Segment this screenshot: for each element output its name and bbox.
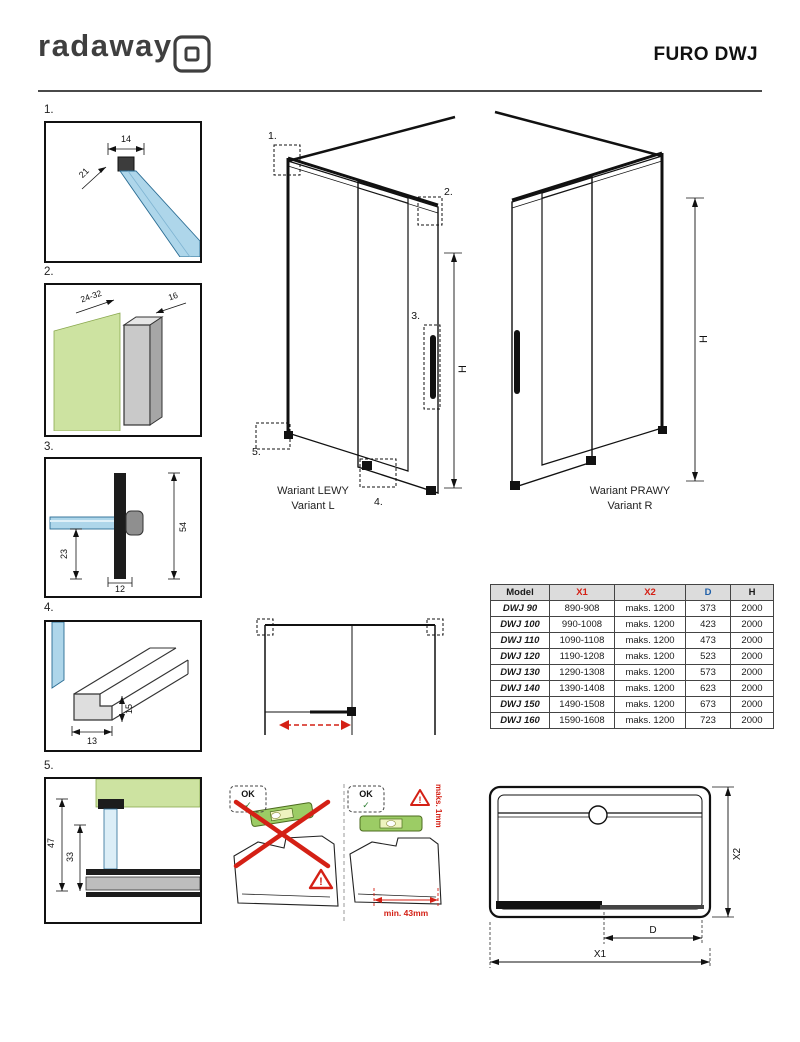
variant-left-drawing: 1. 2. 3. 4. 5. H (252, 115, 469, 508)
dim-h-left: H (457, 365, 469, 373)
door-panel-top-view (496, 901, 602, 909)
roller-knob-icon (588, 805, 608, 825)
dim-16: 16 (167, 290, 179, 303)
detail-1-drawing: 14 21 (77, 134, 200, 257)
table-row: DWJ 160 1590-1608 maks. 1200 723 2000 (490, 712, 774, 729)
detail-box-2: 24-32 16 (44, 283, 202, 437)
dim-14: 14 (121, 134, 131, 144)
variant-right-caption: Wariant PRAWY Variant R (565, 484, 695, 515)
dim-h-right: H (698, 335, 710, 343)
detail-3-drawing: 54 23 12 (49, 472, 188, 592)
variant-left-title: Wariant LEWY (277, 485, 349, 497)
detail-4-drawing: 13 15 (51, 622, 189, 746)
detail-5-drawing: 47 33 (46, 779, 200, 897)
dim-13: 13 (87, 736, 97, 746)
detail-1-number: 1. (44, 104, 54, 116)
brand-logo: radaway (38, 28, 173, 63)
table-row: DWJ 140 1390-1408 maks. 1200 623 2000 (490, 680, 774, 697)
col-h: H (730, 584, 774, 601)
warning-triangle-icon (308, 868, 334, 890)
dim-47: 47 (46, 838, 56, 848)
dim-15: 15 (124, 704, 134, 714)
dim-d: D (649, 925, 656, 936)
door-handle (514, 330, 520, 394)
table-row: DWJ 110 1090-1108 maks. 1200 473 2000 (490, 632, 774, 649)
variant-left-caption: Wariant LEWY Variant L (248, 484, 378, 515)
table-row: DWJ 150 1490-1508 maks. 1200 673 2000 (490, 696, 774, 713)
spirit-level-icon (359, 815, 423, 832)
warning-triangle-icon (410, 789, 430, 806)
detail-box-5: 47 33 (44, 777, 202, 924)
check-icon: ✓ (244, 800, 252, 810)
ok-label: OK (359, 789, 373, 799)
ok-box (347, 785, 385, 813)
detail-5-number: 5. (44, 760, 54, 772)
detail-2-drawing: 24-32 16 (53, 288, 187, 431)
brand-logo-icon (173, 35, 211, 73)
spirit-level-icon (249, 802, 314, 827)
model-cell: DWJ 130 (490, 664, 550, 681)
dim-21: 21 (77, 166, 91, 180)
header-divider (38, 90, 762, 92)
size-spec-table: Model X1 X2 D H DWJ 90 890-908 maks. 120… (490, 584, 774, 729)
warning-mark: ! (319, 876, 323, 888)
callout-1: 1. (268, 130, 277, 142)
table-row: DWJ 90 890-908 maks. 1200 373 2000 (490, 600, 774, 617)
model-cell: DWJ 100 (490, 616, 550, 633)
model-cell: DWJ 140 (490, 680, 550, 697)
callout-5: 5. (252, 446, 261, 458)
dim-x2: X2 (732, 847, 743, 860)
dim-12: 12 (115, 584, 125, 592)
col-d: D (685, 584, 731, 601)
table-row: DWJ 130 1290-1308 maks. 1200 573 2000 (490, 664, 774, 681)
ok-label: OK (241, 789, 255, 799)
variant-left-subtitle: Variant L (291, 500, 335, 513)
detail-4-number: 4. (44, 602, 54, 614)
min-distance-label: min. 43mm (384, 908, 429, 918)
callout-2: 2. (444, 186, 453, 198)
table-header-row: Model X1 X2 D H (490, 584, 774, 601)
detail-box-3: 54 23 12 (44, 457, 202, 598)
col-model: Model (490, 584, 550, 601)
dim-33: 33 (65, 852, 75, 862)
variant-right-drawing: H (494, 110, 710, 490)
fixed-panel-top-view (600, 905, 704, 909)
dim-54: 54 (178, 522, 188, 532)
model-cell: DWJ 150 (490, 696, 550, 713)
table-row: DWJ 100 990-1008 maks. 1200 423 2000 (490, 616, 774, 633)
detail-box-4: 13 15 (44, 620, 202, 752)
model-cell: DWJ 90 (490, 600, 550, 617)
variant-right-title: Wariant PRAWY (589, 485, 671, 497)
detail-3-number: 3. (44, 441, 54, 453)
model-cell: DWJ 110 (490, 632, 550, 649)
table-row: DWJ 120 1190-1208 maks. 1200 523 2000 (490, 648, 774, 665)
callout-4: 4. (374, 496, 383, 508)
variant-drawings: 1. 2. 3. 4. 5. H H (252, 110, 710, 508)
warning-mark: ! (419, 795, 422, 805)
dim-x1: X1 (594, 949, 607, 960)
col-x1: X1 (549, 584, 615, 601)
instruction-correct-panel: OK ✓ ! maks. 1mm min. 43mm (347, 784, 443, 918)
installation-instructions: OK ✓ ! OK ✓ ! maks. 1mm min. 43mm (229, 784, 443, 922)
detail-box-1: 14 21 (44, 121, 202, 263)
check-icon: ✓ (362, 800, 370, 810)
detail-2-number: 2. (44, 266, 54, 278)
top-view-sketch (256, 618, 444, 735)
callout-3: 3. (411, 310, 420, 322)
instruction-wrong-panel: OK ✓ ! (229, 785, 339, 907)
col-x2: X2 (614, 584, 686, 601)
dim-23: 23 (59, 549, 69, 559)
model-cell: DWJ 120 (490, 648, 550, 665)
door-handle (430, 335, 436, 399)
dim-24-32: 24-32 (79, 288, 103, 305)
max-gap-label: maks. 1mm (434, 784, 443, 828)
top-view-plan: X2 D X1 (488, 785, 743, 968)
variant-right-subtitle: Variant R (607, 500, 653, 513)
model-cell: DWJ 160 (490, 712, 550, 729)
page-title: FURO DWJ (653, 44, 758, 65)
